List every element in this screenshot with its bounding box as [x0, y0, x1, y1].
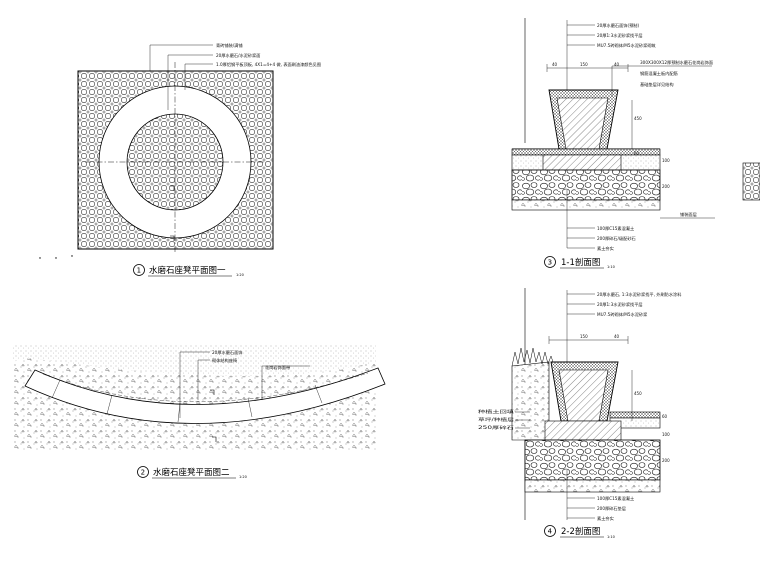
- sec2-dim-a: 40: [614, 334, 620, 339]
- sec1-number: 3: [548, 259, 552, 267]
- sec1-dim-b: 40: [614, 62, 620, 67]
- plan2-number: 2: [141, 469, 145, 477]
- plan2-title-block: 2 水磨石座凳平面图二 1:20: [137, 466, 247, 479]
- sec2-note-bottom-3: 素土夯实: [597, 515, 614, 522]
- sec2-note-left-1: 种植土回填: [478, 408, 514, 415]
- sec1-side-label: 铺装面层: [680, 211, 697, 218]
- sec2-title-block: 4 2-2剖面图 1:10: [544, 525, 615, 539]
- plan1-title: 水磨石座凳平面图一: [149, 265, 226, 276]
- section-2-2: 20厚水磨石, 1:3水泥砂浆找平, 外刷防水涂料 20厚1:3水泥砂浆找平层 …: [478, 288, 682, 539]
- sec2-note-top-3: MU7.5砖砌体/M5水泥砂浆: [597, 311, 648, 318]
- sec1-dim-height: 450: [634, 116, 642, 121]
- plan1-scale: 1:20: [236, 273, 244, 277]
- plan1-title-block: 1 水磨石座凳平面图一 1:20: [133, 264, 244, 277]
- sec2-dim-height: 450: [634, 391, 642, 396]
- sec2-note-top-1: 20厚水磨石, 1:3水泥砂浆找平, 外刷防水涂料: [597, 291, 682, 298]
- plan-view-2: 20厚水磨石面饰 砌体结构座椅 花岗岩饰面带 2 水磨石座凳平面图二 1:20: [12, 345, 386, 479]
- sec2-dim-c: 60: [662, 414, 668, 419]
- plan2-note-1: 20厚水磨石面饰: [212, 349, 242, 356]
- plan1-number: 1: [137, 267, 141, 275]
- sec2-number: 4: [548, 528, 553, 536]
- material-swatch: [742, 162, 760, 201]
- sec1-dim-c: 60: [634, 151, 640, 156]
- sec1-note-bottom-2: 200厚碎石/级配砂石: [597, 235, 636, 242]
- sec1-note-bottom-1: 100厚C15素混凝土: [597, 225, 634, 232]
- sec2-note-bottom-2: 200厚碎石垫层: [597, 505, 626, 512]
- sec1-title-block: 3 1-1剖面图 1:10: [544, 256, 615, 269]
- plan2-title: 水磨石座凳平面图二: [153, 467, 230, 478]
- sec1-note-top-2: 20厚1:3水泥砂浆找平层: [597, 32, 643, 39]
- sec1-dim-d: 100: [662, 158, 670, 163]
- plan-view-1: 青砖铺装/满铺 20厚水磨石/水泥砂浆面 1.0厚铝钢平板顶板, 4X1=4+4…: [39, 42, 321, 277]
- plan2-note-2: 砌体结构座椅: [212, 357, 237, 364]
- sec1-dim-a: 40: [552, 62, 558, 67]
- sec2-title: 2-2剖面图: [561, 526, 600, 537]
- sec2-note-left-3: 250厚碎石: [478, 424, 514, 431]
- section-1-1: 20厚水磨石面饰(预制) 20厚1:3水泥砂浆找平层 MU7.5砖砌体/M5水泥…: [511, 18, 715, 269]
- sec1-note-top-1: 20厚水磨石面饰(预制): [597, 22, 639, 29]
- sec1-dim-width: 150: [580, 62, 588, 67]
- plan1-note-2: 20厚水磨石/水泥砂浆面: [216, 52, 260, 59]
- sec1-note-side-1: 300X300X12厚预制水磨石花岗岩饰面: [640, 59, 713, 66]
- sec1-title: 1-1剖面图: [561, 257, 600, 268]
- plan2-scale: 1:20: [239, 475, 247, 479]
- sec2-scale: 1:10: [607, 535, 615, 539]
- plan2-note-3: 花岗岩饰面带: [265, 364, 290, 371]
- sec2-dim-d: 100: [662, 432, 670, 437]
- sec1-note-top-3: MU7.5砖砌体/M5水泥砂浆砌筑: [597, 42, 657, 49]
- sec1-dim-e: 200: [662, 184, 670, 189]
- sec1-note-side-2: 钢筋混凝土板内配筋: [640, 70, 678, 77]
- sec2-dim-e: 200: [662, 458, 670, 463]
- sec2-note-left-2: 草坪/种植层: [478, 416, 514, 423]
- sec2-note-top-2: 20厚1:3水泥砂浆找平层: [597, 301, 643, 308]
- sec1-note-bottom-3: 素土夯实: [597, 245, 614, 252]
- sec1-note-side-3: 基础垫层详见结构: [640, 81, 674, 88]
- plan1-note-3: 1.0厚铝钢平板顶板, 4X1=4+4 做, 表面刷油漆颜色见图: [216, 61, 321, 68]
- plan1-note-1: 青砖铺装/满铺: [216, 42, 243, 49]
- sec2-dim-width: 150: [580, 334, 588, 339]
- sec2-note-bottom-1: 100厚C15素混凝土: [597, 495, 634, 502]
- sec1-scale: 1:10: [607, 265, 615, 269]
